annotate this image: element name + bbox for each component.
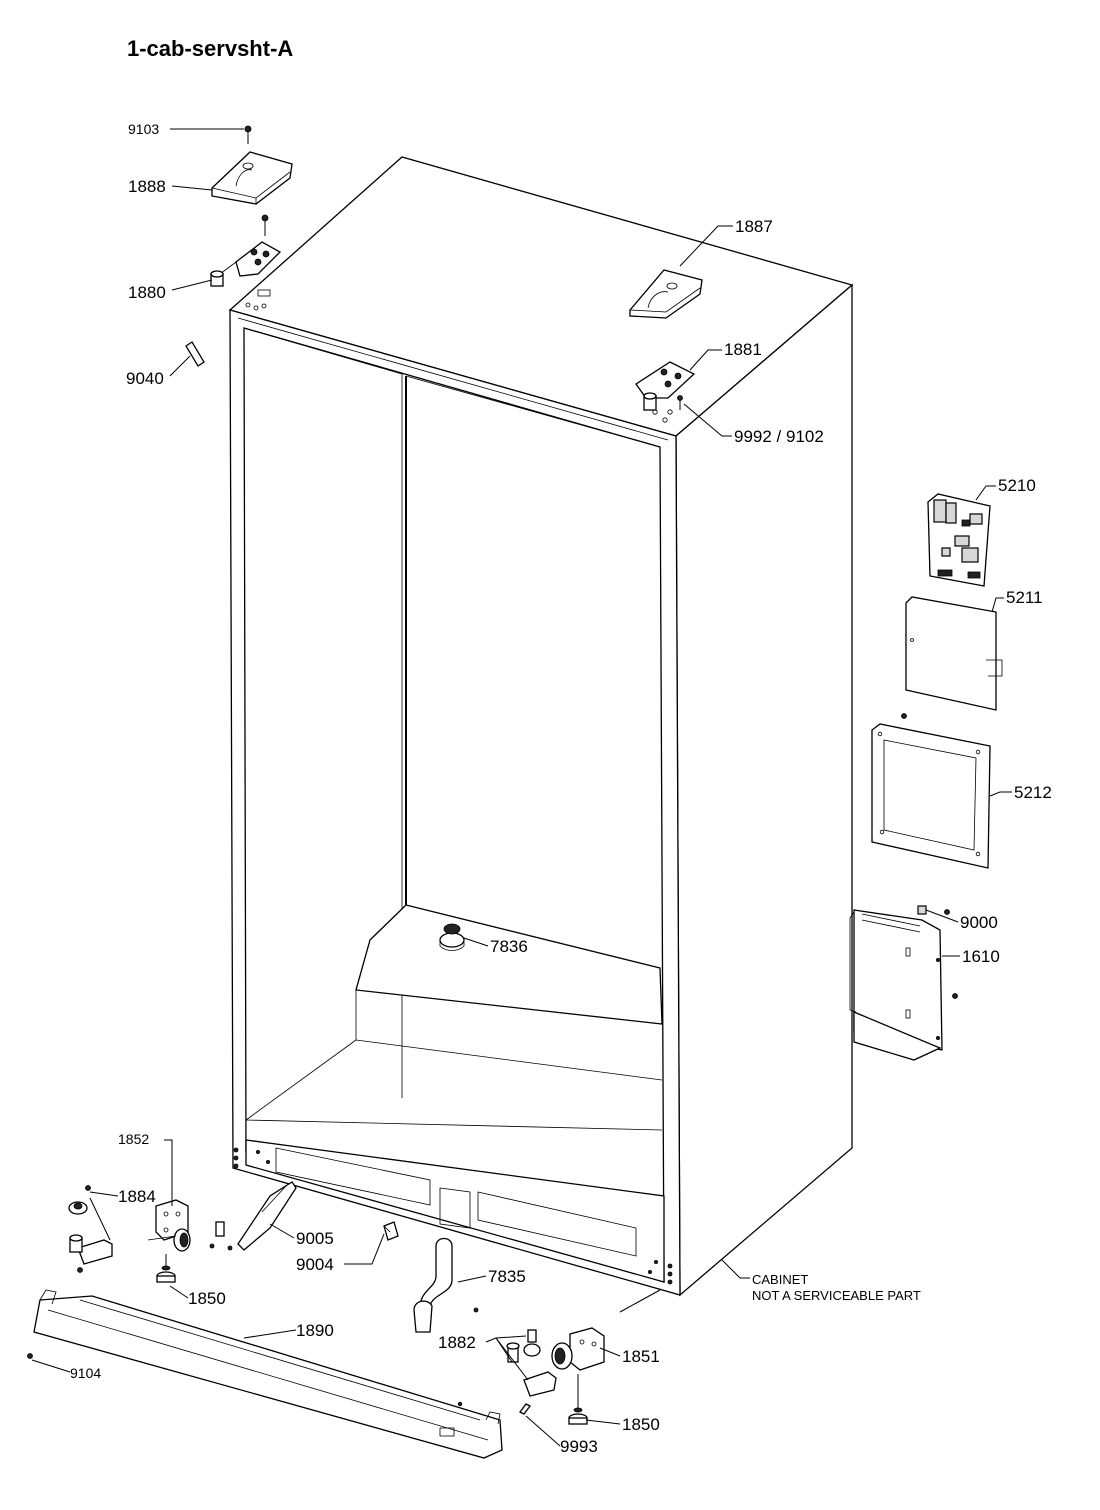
callout-1850-left: 1850 xyxy=(188,1289,226,1308)
hinge-1881 xyxy=(635,361,696,411)
hinge-cover-1888 xyxy=(211,151,293,205)
callout-9040: 9040 xyxy=(126,369,164,388)
drain-tube-7835 xyxy=(413,1237,479,1333)
callout-9004: 9004 xyxy=(296,1255,334,1274)
hinge-1851 xyxy=(551,1327,605,1371)
callout-1851: 1851 xyxy=(622,1347,660,1366)
plug-7836 xyxy=(439,923,465,951)
clip-9005 xyxy=(209,1181,297,1251)
control-board-5210 xyxy=(927,493,991,587)
callout-7836: 7836 xyxy=(490,937,528,956)
callout-9104: 9104 xyxy=(70,1365,101,1381)
page-title: 1-cab-servsht-A xyxy=(127,36,294,61)
callout-1882: 1882 xyxy=(438,1333,476,1352)
callout-1884: 1884 xyxy=(118,1187,156,1206)
callout-9005: 9005 xyxy=(296,1229,334,1248)
cabinet-note-line1: CABINET xyxy=(752,1272,808,1287)
callout-5212: 5212 xyxy=(1014,783,1052,802)
callout-1888: 1888 xyxy=(128,177,166,196)
hinge-cover-1887 xyxy=(629,269,703,319)
callout-1887: 1887 xyxy=(735,217,773,236)
callout-9993: 9993 xyxy=(560,1437,598,1456)
callout-7835: 7835 xyxy=(488,1267,526,1286)
callout-1850-right: 1850 xyxy=(622,1415,660,1434)
leveler-1850-right xyxy=(568,1374,588,1425)
bracket-1610 xyxy=(849,905,958,1061)
leader-lines xyxy=(31,128,1012,1447)
cabinet xyxy=(228,156,854,1297)
callout-1852: 1852 xyxy=(118,1131,149,1147)
screw-9103 xyxy=(244,125,252,144)
callout-1880: 1880 xyxy=(128,283,166,302)
callout-1610: 1610 xyxy=(962,947,1000,966)
cabinet-note-line2: NOT A SERVICEABLE PART xyxy=(752,1288,921,1303)
callout-1890: 1890 xyxy=(296,1321,334,1340)
screw-top-left xyxy=(261,214,269,236)
frame-5212 xyxy=(871,713,991,869)
hinge-1852 xyxy=(147,1199,191,1252)
clip-9004 xyxy=(383,1221,399,1241)
screw-9992 xyxy=(677,395,683,410)
cover-5211 xyxy=(905,596,1003,711)
callout-5211: 5211 xyxy=(1006,588,1043,607)
callout-9992-9102: 9992 / 9102 xyxy=(734,427,824,446)
callout-9103: 9103 xyxy=(128,121,159,137)
hinge-bracket-1882 xyxy=(506,1329,557,1397)
hinge-1880 xyxy=(210,241,282,287)
callout-1881: 1881 xyxy=(724,340,762,359)
leveler-1850-left xyxy=(156,1254,176,1283)
callout-5210: 5210 xyxy=(998,476,1036,495)
callout-9000: 9000 xyxy=(960,913,998,932)
hinge-bracket-1884 xyxy=(68,1185,113,1273)
clip-9040 xyxy=(185,341,205,367)
base-grille-1890 xyxy=(27,1289,503,1459)
screw-9993 xyxy=(519,1403,531,1415)
